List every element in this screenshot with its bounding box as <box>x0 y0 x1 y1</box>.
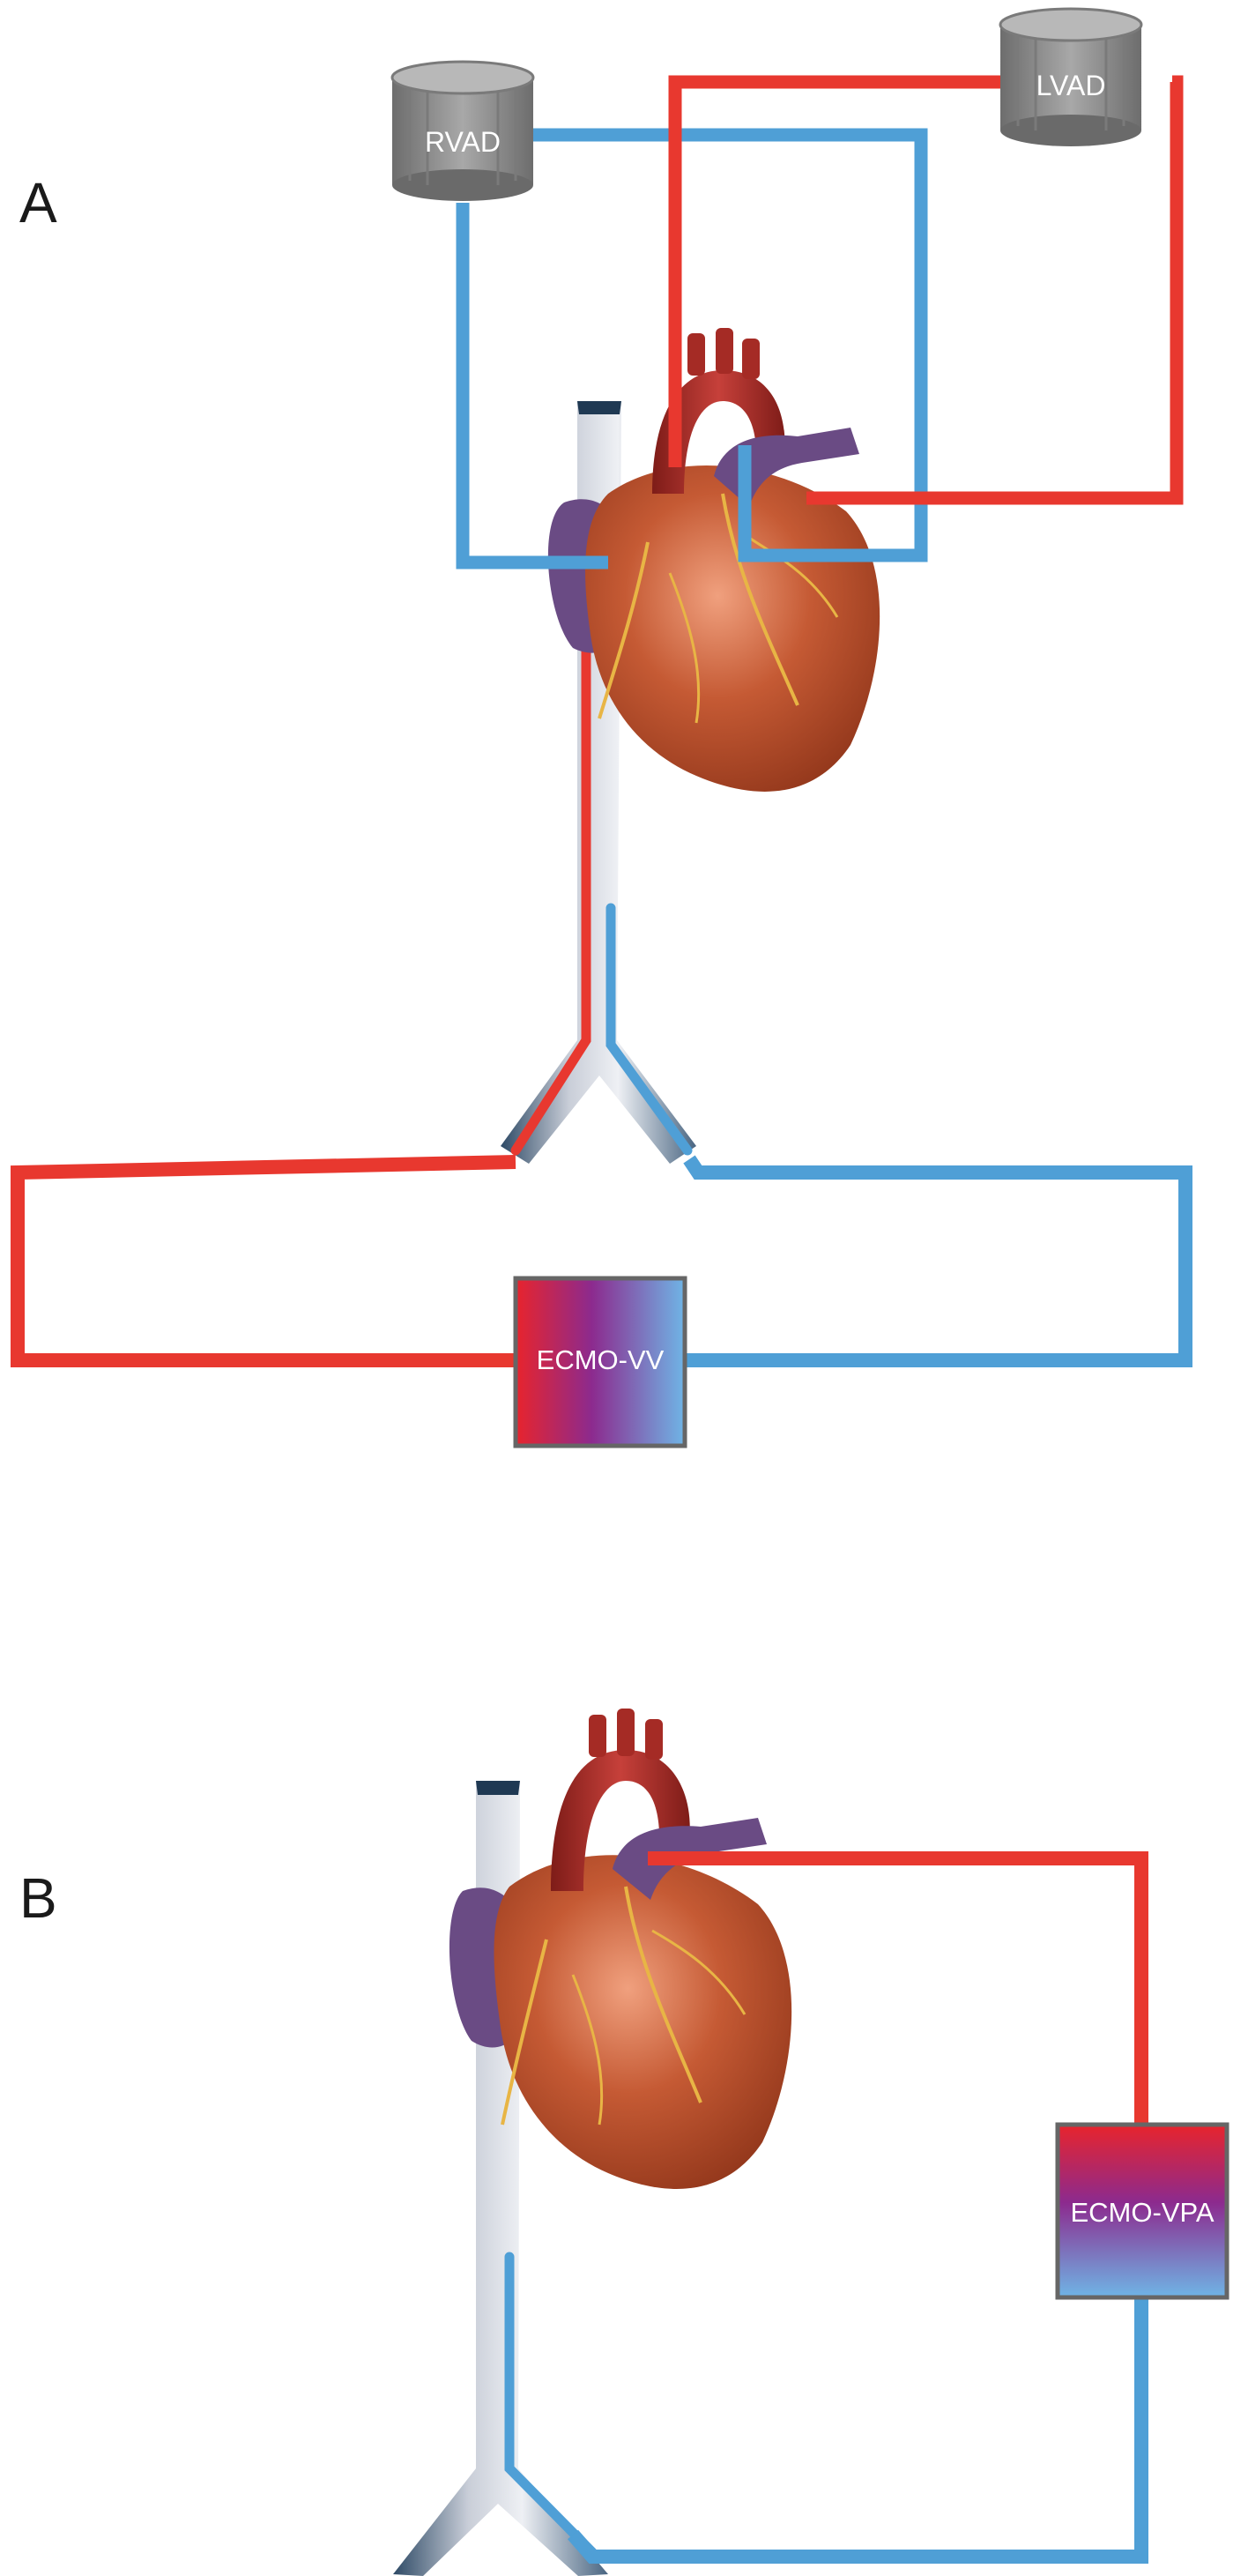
panel-a-vessel-red-streak <box>510 638 591 1156</box>
panel-b-ecmo-vpa-blue-line <box>567 2296 1148 2564</box>
panel-a-rvad-label: RVAD <box>425 126 501 158</box>
panel-a-lvad-inflow-line <box>806 75 1184 505</box>
panel-b-ecmo-vpa-label: ECMO-VPA <box>1070 2197 1214 2228</box>
panel-a-ecmo-vv-oxygenator-icon[interactable]: ECMO-VV <box>513 1276 687 1448</box>
panel-b-heart-icon <box>449 1709 792 2189</box>
panel-a-ecmo-vv-red-line <box>10 1155 516 1367</box>
panel-a-lvad-outflow-line <box>668 75 1000 467</box>
panel-b-ecmo-vpa-red-line <box>648 1851 1148 2126</box>
panel-a-label: A <box>19 171 57 235</box>
panel-a-vessel <box>501 401 696 1164</box>
panel-a-rvad-outflow-line <box>529 128 928 562</box>
panel-b-ecmo-vpa-oxygenator-icon[interactable]: ECMO-VPA <box>1055 2122 1229 2300</box>
panel-a-lvad-label: LVAD <box>1036 70 1106 101</box>
panel-a-vessel-blue-streak <box>605 903 693 1156</box>
panel-a-lvad-pump-icon[interactable]: LVAD <box>999 7 1143 146</box>
panel-a-ecmo-vv-blue-line <box>679 1155 1192 1367</box>
panel-b-vessel <box>393 1781 608 2576</box>
panel-a-ecmo-vv-label: ECMO-VV <box>537 1344 665 1375</box>
panel-a-rvad-inflow-line <box>456 203 608 570</box>
panel-a-rvad-pump-icon[interactable]: RVAD <box>390 60 535 201</box>
panel-b-vessel-blue-streak <box>504 2252 598 2557</box>
panel-b-label: B <box>19 1866 57 1930</box>
